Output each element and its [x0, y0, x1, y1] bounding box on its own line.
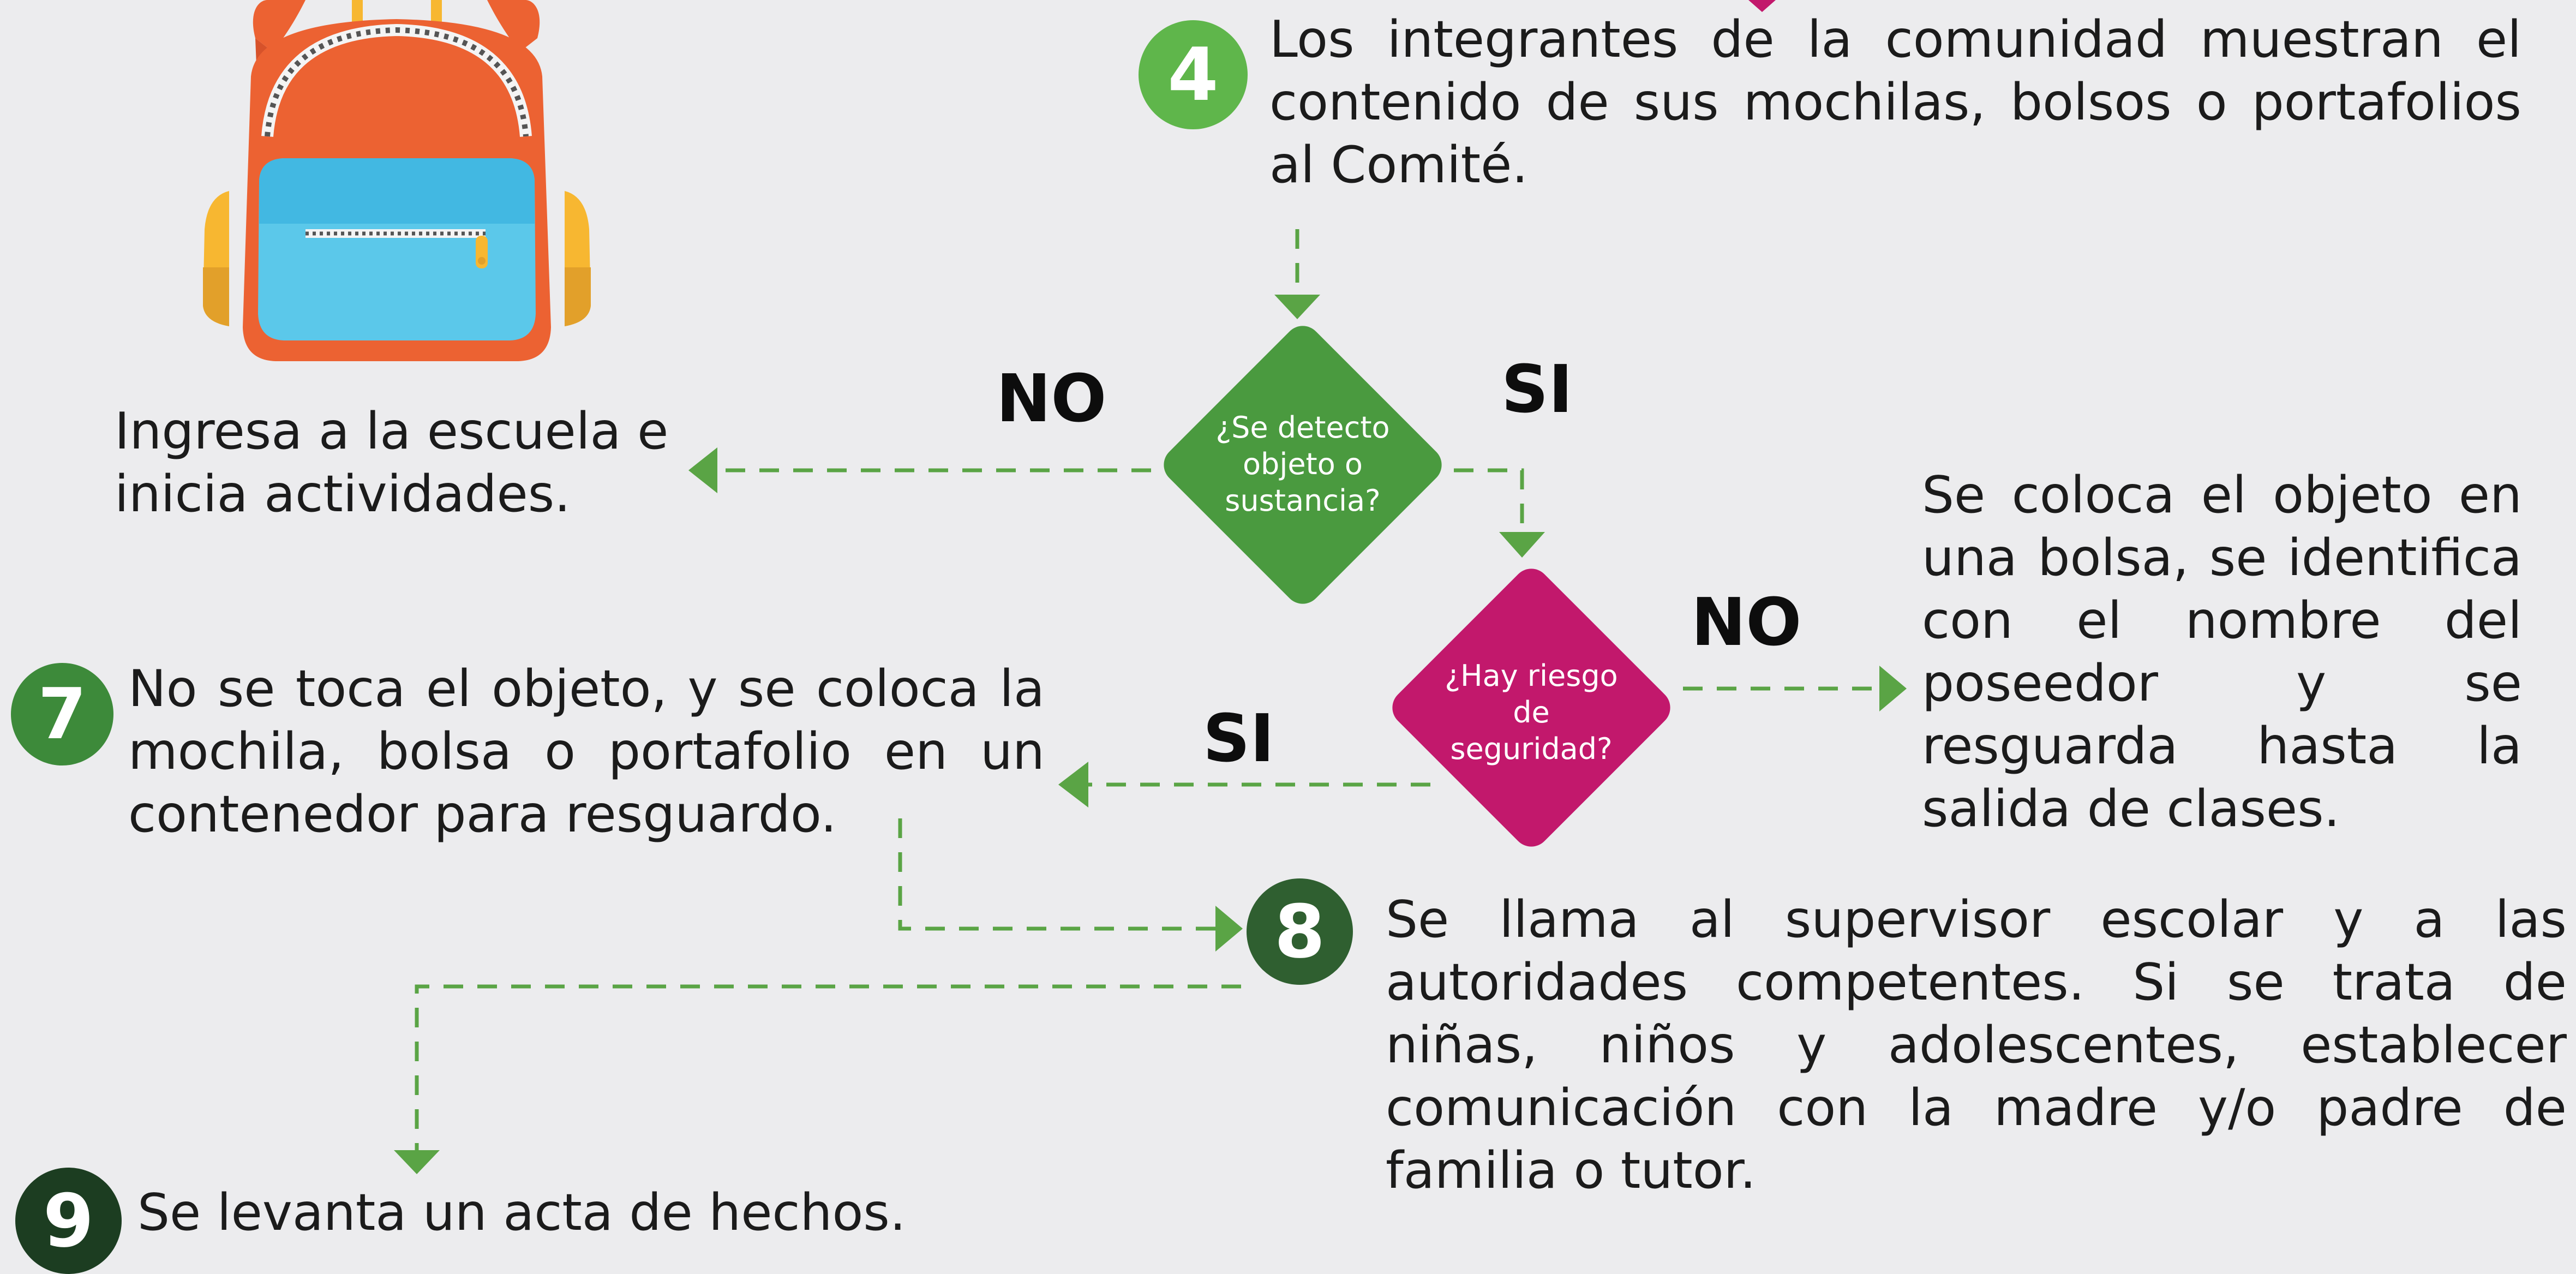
step-4-badge: 4: [1139, 20, 1248, 129]
step-9-badge: 9: [15, 1168, 122, 1274]
decision-detect-no-label: NO: [996, 361, 1107, 437]
bag-keep-text: Se coloca el objeto en una bolsa, se ide…: [1922, 465, 2522, 838]
step-7-badge: 7: [11, 663, 113, 765]
incoming-arrow-tip: [1748, 0, 1776, 12]
decision-detect-question: ¿Se detecto objeto o sustancia?: [1215, 410, 1390, 518]
decision-detect-yes-label: SI: [1501, 352, 1573, 428]
step-9-number: 9: [43, 1178, 94, 1264]
connector-step8-to-step9: [394, 984, 1241, 1174]
enter-school-text: Ingresa a la escuela e inicia actividade…: [115, 402, 669, 523]
decision-detect-shape: [1164, 326, 1442, 604]
step-8-number: 8: [1274, 889, 1326, 974]
step-8-text: Se llama al supervisor escolar y a las a…: [1386, 890, 2567, 1200]
backpack-icon: [203, 0, 591, 361]
step-7-text: No se toca el objeto, y se coloca la moc…: [128, 659, 1045, 844]
decision-risk-question: ¿Hay riesgo de seguridad?: [1445, 659, 1618, 766]
decision-risk-no-label: NO: [1691, 585, 1802, 661]
connector-step7-to-step8: [898, 818, 1243, 952]
step-8-badge: 8: [1247, 878, 1353, 985]
connector-step4-to-detect: [1274, 229, 1320, 319]
connector-risk-yes: [1058, 762, 1430, 808]
connector-risk-no: [1683, 666, 1907, 711]
connector-detect-yes: [1454, 468, 1545, 558]
step-4-number: 4: [1167, 32, 1219, 117]
step-7-number: 7: [38, 673, 87, 755]
decision-risk-shape: [1392, 569, 1670, 847]
decision-risk-yes-label: SI: [1203, 701, 1275, 777]
connector-detect-no: [688, 447, 1151, 493]
step-4-text: Los integrantes de la comunidad muestran…: [1269, 10, 2521, 194]
step-9-text: Se levanta un acta de hechos.: [137, 1183, 906, 1242]
